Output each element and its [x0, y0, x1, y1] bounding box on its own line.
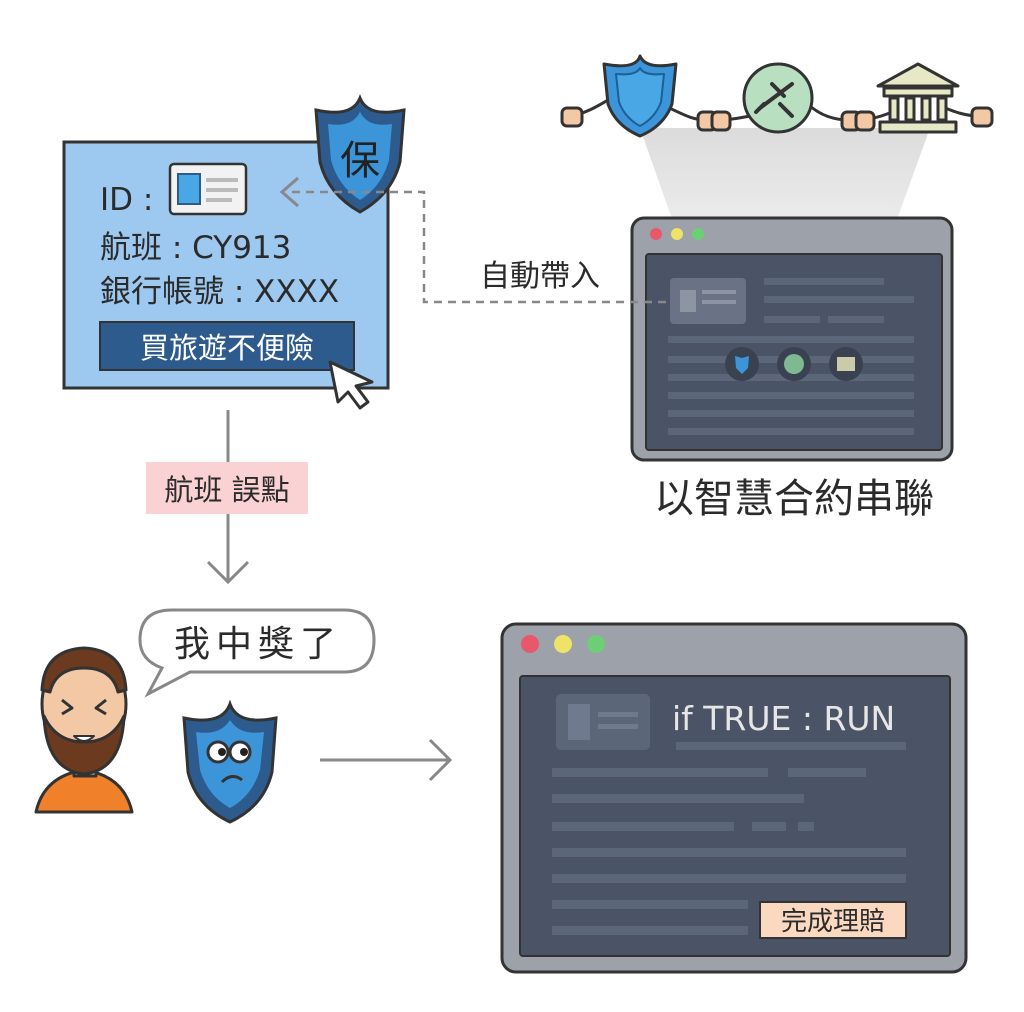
- autofill-label: 自動帶入: [480, 259, 600, 294]
- window-max-dot: [587, 635, 605, 653]
- hand-icon: [710, 110, 732, 132]
- speech-bubble-text: 我中獎了: [174, 624, 342, 665]
- autofill-connector: [292, 190, 666, 304]
- hand-icon: [970, 106, 994, 128]
- flight-label: 航班 : CY913: [100, 230, 291, 266]
- insurance-shield-badge: 保: [314, 93, 406, 214]
- shield-face-icon: [182, 699, 278, 824]
- code-condition: if TRUE : RUN: [672, 699, 895, 738]
- person-icon: [34, 646, 134, 814]
- claim-complete-button[interactable]: 完成理賠: [759, 901, 907, 939]
- buy-insurance-button[interactable]: 買旅遊不便險: [99, 321, 355, 371]
- id-card-icon: [168, 162, 248, 216]
- contract-window: [630, 216, 954, 462]
- arrow-icon: [206, 560, 250, 585]
- bank-icon: [876, 62, 960, 134]
- speech-bubble: 我中獎了: [138, 608, 376, 698]
- window-close-dot: [521, 635, 539, 653]
- window-min-dot: [671, 228, 683, 240]
- flight-delay-label: 航班 誤點: [164, 473, 289, 507]
- plane-icon: [742, 62, 814, 134]
- arrow-icon: [428, 738, 453, 782]
- cursor-icon: [328, 360, 374, 410]
- hand-icon: [560, 106, 584, 128]
- bank-account-label: 銀行帳號 : XXXX: [100, 274, 339, 310]
- claim-complete-label: 完成理賠: [781, 907, 885, 937]
- buy-insurance-label: 買旅遊不便險: [140, 331, 314, 365]
- claim-window: if TRUE : RUN: [500, 622, 968, 974]
- arrow-icon: [279, 176, 299, 208]
- window-min-dot: [554, 635, 572, 653]
- contract-chain: [560, 54, 994, 138]
- smart-contract-label: 以智慧合約串聯: [654, 476, 934, 522]
- window-close-dot: [650, 228, 662, 240]
- delay-label-bg: [146, 462, 308, 514]
- window-max-dot: [692, 228, 704, 240]
- shield-badge-char: 保: [340, 138, 380, 184]
- id-label: ID :: [100, 182, 153, 218]
- hand-icon: [854, 110, 876, 132]
